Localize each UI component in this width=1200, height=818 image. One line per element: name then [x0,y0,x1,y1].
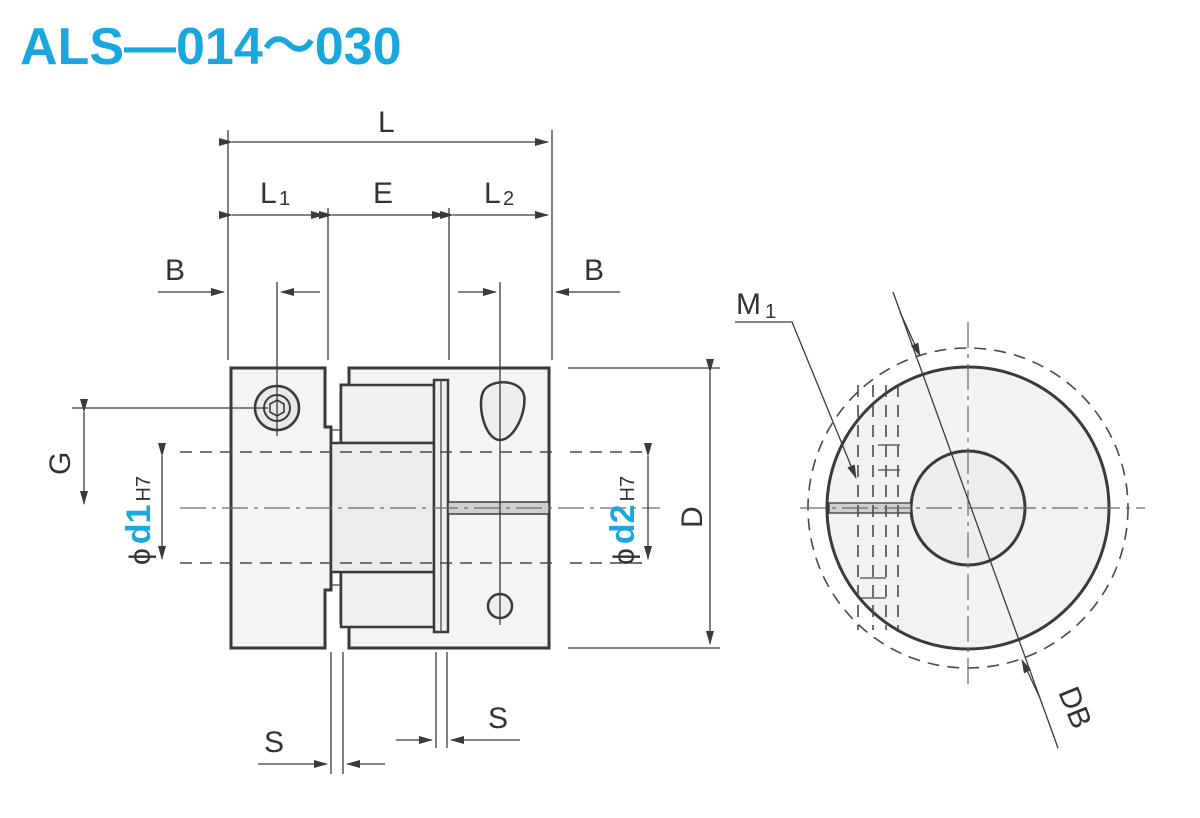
label-L1: L [260,177,277,210]
label-M1: M [736,288,761,321]
label-d2: d2 [604,505,642,545]
label-D: D [676,506,709,528]
svg-text:ϕd1H7: ϕ d1 H7 [120,476,158,565]
label-d2-tolerance: H7 [617,476,639,502]
tap-hole-icon [479,381,526,442]
label-d1-tolerance: H7 [133,476,155,502]
label-G: G [44,452,77,475]
label-L2: L [484,177,501,210]
side-view: L L 1 E L 2 B B G ϕ d1 H7 ϕ d2 H7 [44,106,720,774]
label-M1-sub: 1 [765,301,776,323]
label-DB: DB [1052,682,1098,733]
upper-jaw [339,383,436,445]
front-view: DB M 1 [735,288,1145,749]
label-B-right: B [584,254,604,287]
label-L1-sub: 1 [279,188,290,210]
label-B-left: B [165,254,185,287]
drawing-title: ALS—014～030 [20,18,402,76]
label-phi-d1: ϕ [124,548,157,565]
label-L2-sub: 2 [503,188,514,210]
label-S-right: S [488,702,508,735]
svg-text:ϕd2H7: ϕ d2 H7 [604,476,642,565]
label-S-left: S [264,726,284,759]
label-E: E [373,177,393,210]
label-d1: d1 [120,505,158,545]
lower-jaw [339,570,436,629]
label-L: L [378,106,395,139]
label-phi-d2: ϕ [608,548,641,565]
